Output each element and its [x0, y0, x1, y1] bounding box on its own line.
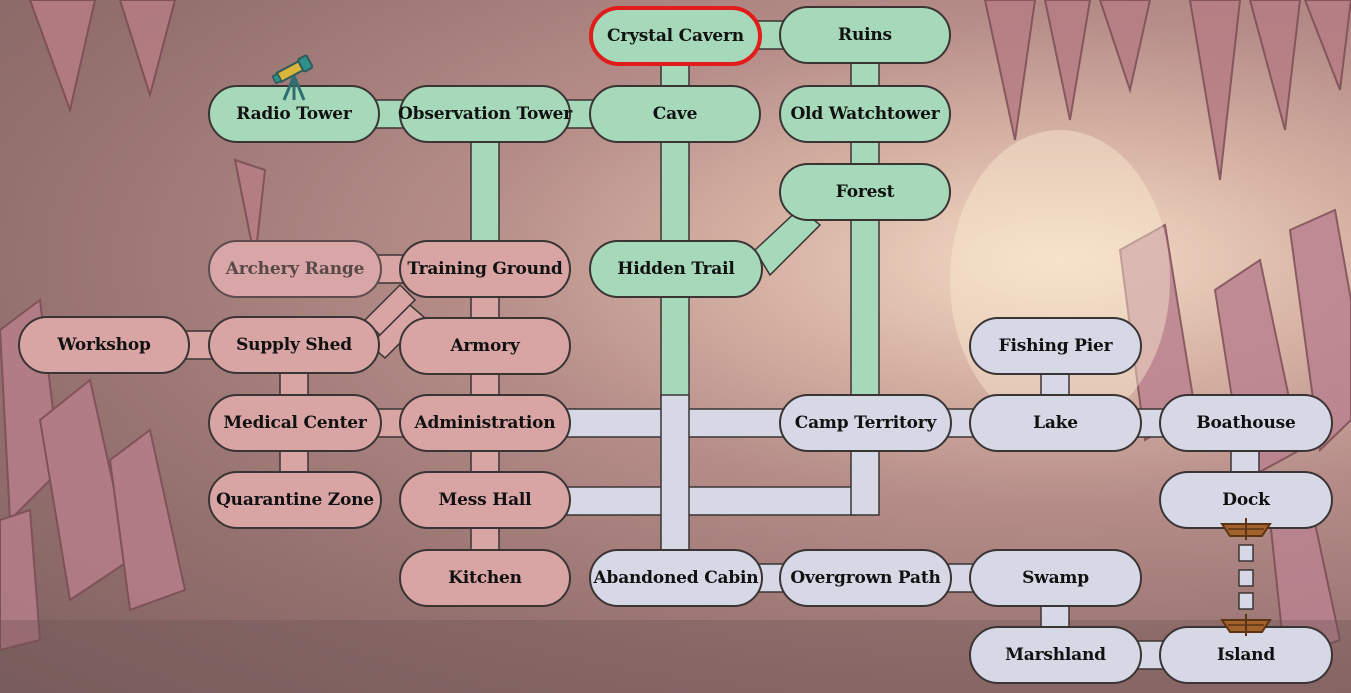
map-link [850, 217, 880, 399]
location-quarantine-zone[interactable]: Quarantine Zone [208, 471, 382, 529]
map-link [660, 139, 690, 246]
location-mess-hall[interactable]: Mess Hall [399, 471, 571, 529]
location-marshland[interactable]: Marshland [969, 626, 1142, 684]
telescope-icon [272, 54, 314, 101]
location-observation-tower[interactable]: Observation Tower [398, 85, 572, 143]
location-training-ground[interactable]: Training Ground [399, 240, 571, 298]
location-medical-center[interactable]: Medical Center [208, 394, 382, 452]
location-kitchen[interactable]: Kitchen [399, 549, 571, 607]
location-fishing-pier[interactable]: Fishing Pier [969, 317, 1142, 375]
location-camp-territory[interactable]: Camp Territory [779, 394, 952, 452]
location-abandoned-cabin[interactable]: Abandoned Cabin [589, 549, 763, 607]
location-old-watchtower[interactable]: Old Watchtower [779, 85, 951, 143]
location-hidden-trail[interactable]: Hidden Trail [589, 240, 763, 298]
map-link [660, 294, 690, 401]
location-administration[interactable]: Administration [399, 394, 571, 452]
boat-icon [1220, 518, 1272, 540]
boat-icon [1220, 614, 1272, 636]
location-overgrown-path[interactable]: Overgrown Path [779, 549, 952, 607]
map-link [564, 486, 856, 516]
location-archery-range[interactable]: Archery Range [208, 240, 382, 298]
location-armory[interactable]: Armory [399, 317, 571, 375]
location-boathouse[interactable]: Boathouse [1159, 394, 1333, 452]
ferry-route-segment [1238, 569, 1254, 587]
location-cave[interactable]: Cave [589, 85, 761, 143]
location-workshop[interactable]: Workshop [18, 316, 190, 374]
location-forest[interactable]: Forest [779, 163, 951, 221]
location-swamp[interactable]: Swamp [969, 549, 1142, 607]
ferry-route-segment [1238, 592, 1254, 610]
map-link [754, 206, 822, 277]
map-link [660, 394, 690, 556]
ferry-route-segment [1238, 544, 1254, 562]
location-lake[interactable]: Lake [969, 394, 1142, 452]
location-crystal-cavern[interactable]: Crystal Cavern [589, 6, 762, 66]
location-supply-shed[interactable]: Supply Shed [208, 316, 380, 374]
map-link [470, 139, 500, 246]
location-ruins[interactable]: Ruins [779, 6, 951, 64]
